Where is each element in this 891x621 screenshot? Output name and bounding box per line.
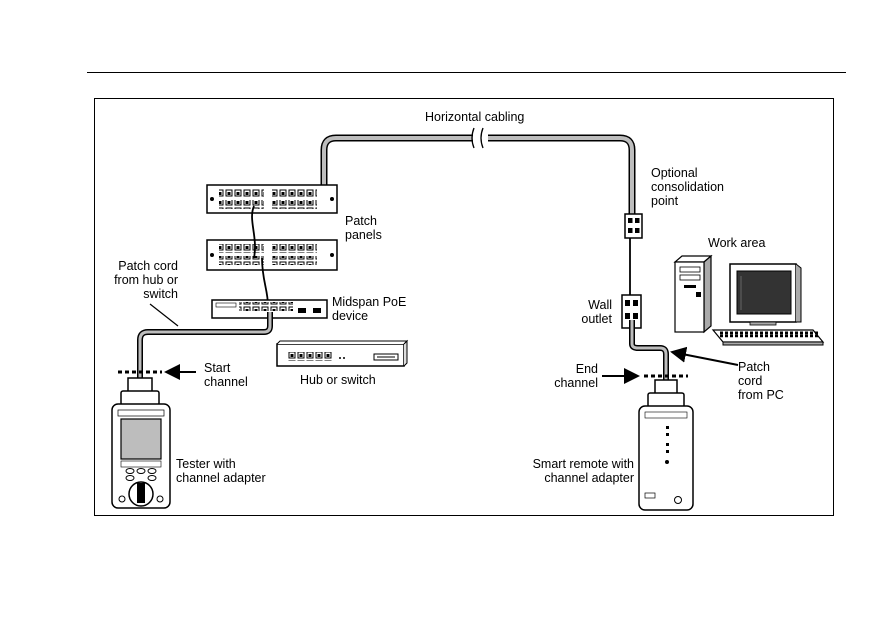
hub-switch-icon [276, 339, 409, 367]
keyboard-icon [711, 329, 825, 346]
label-patch-panels: Patch panels [345, 214, 382, 242]
consolidation-point-icon [624, 213, 643, 239]
horizontal-cable [320, 127, 636, 215]
label-patch-cord-pc: Patch cord from PC [738, 360, 784, 402]
header-rule [87, 72, 846, 73]
label-optional-cp: Optional consolidation point [651, 166, 724, 208]
label-work-area: Work area [708, 236, 766, 250]
patch-cord-pc [629, 320, 669, 380]
label-tester: Tester with channel adapter [176, 457, 266, 485]
label-smart-remote: Smart remote with channel adapter [532, 457, 634, 485]
label-end-channel: End channel [554, 362, 598, 390]
monitor-icon [729, 263, 802, 326]
label-wall-outlet: Wall outlet [581, 298, 612, 326]
label-midspan-poe: Midspan PoE device [332, 295, 407, 323]
patch-panel-icon [206, 239, 338, 271]
smart-remote-icon [638, 379, 694, 511]
label-start-channel: Start channel [204, 361, 248, 389]
patch-panel-icon [206, 184, 338, 214]
patch-cord-hub [137, 312, 273, 378]
tester-icon [111, 377, 171, 509]
label-hub-switch: Hub or switch [300, 373, 376, 387]
label-horizontal-cabling: Horizontal cabling [425, 110, 525, 124]
diagram-frame [94, 98, 834, 516]
label-patch-cord-hub: Patch cord from hub or switch [114, 259, 178, 301]
pc-tower-icon [673, 254, 713, 334]
